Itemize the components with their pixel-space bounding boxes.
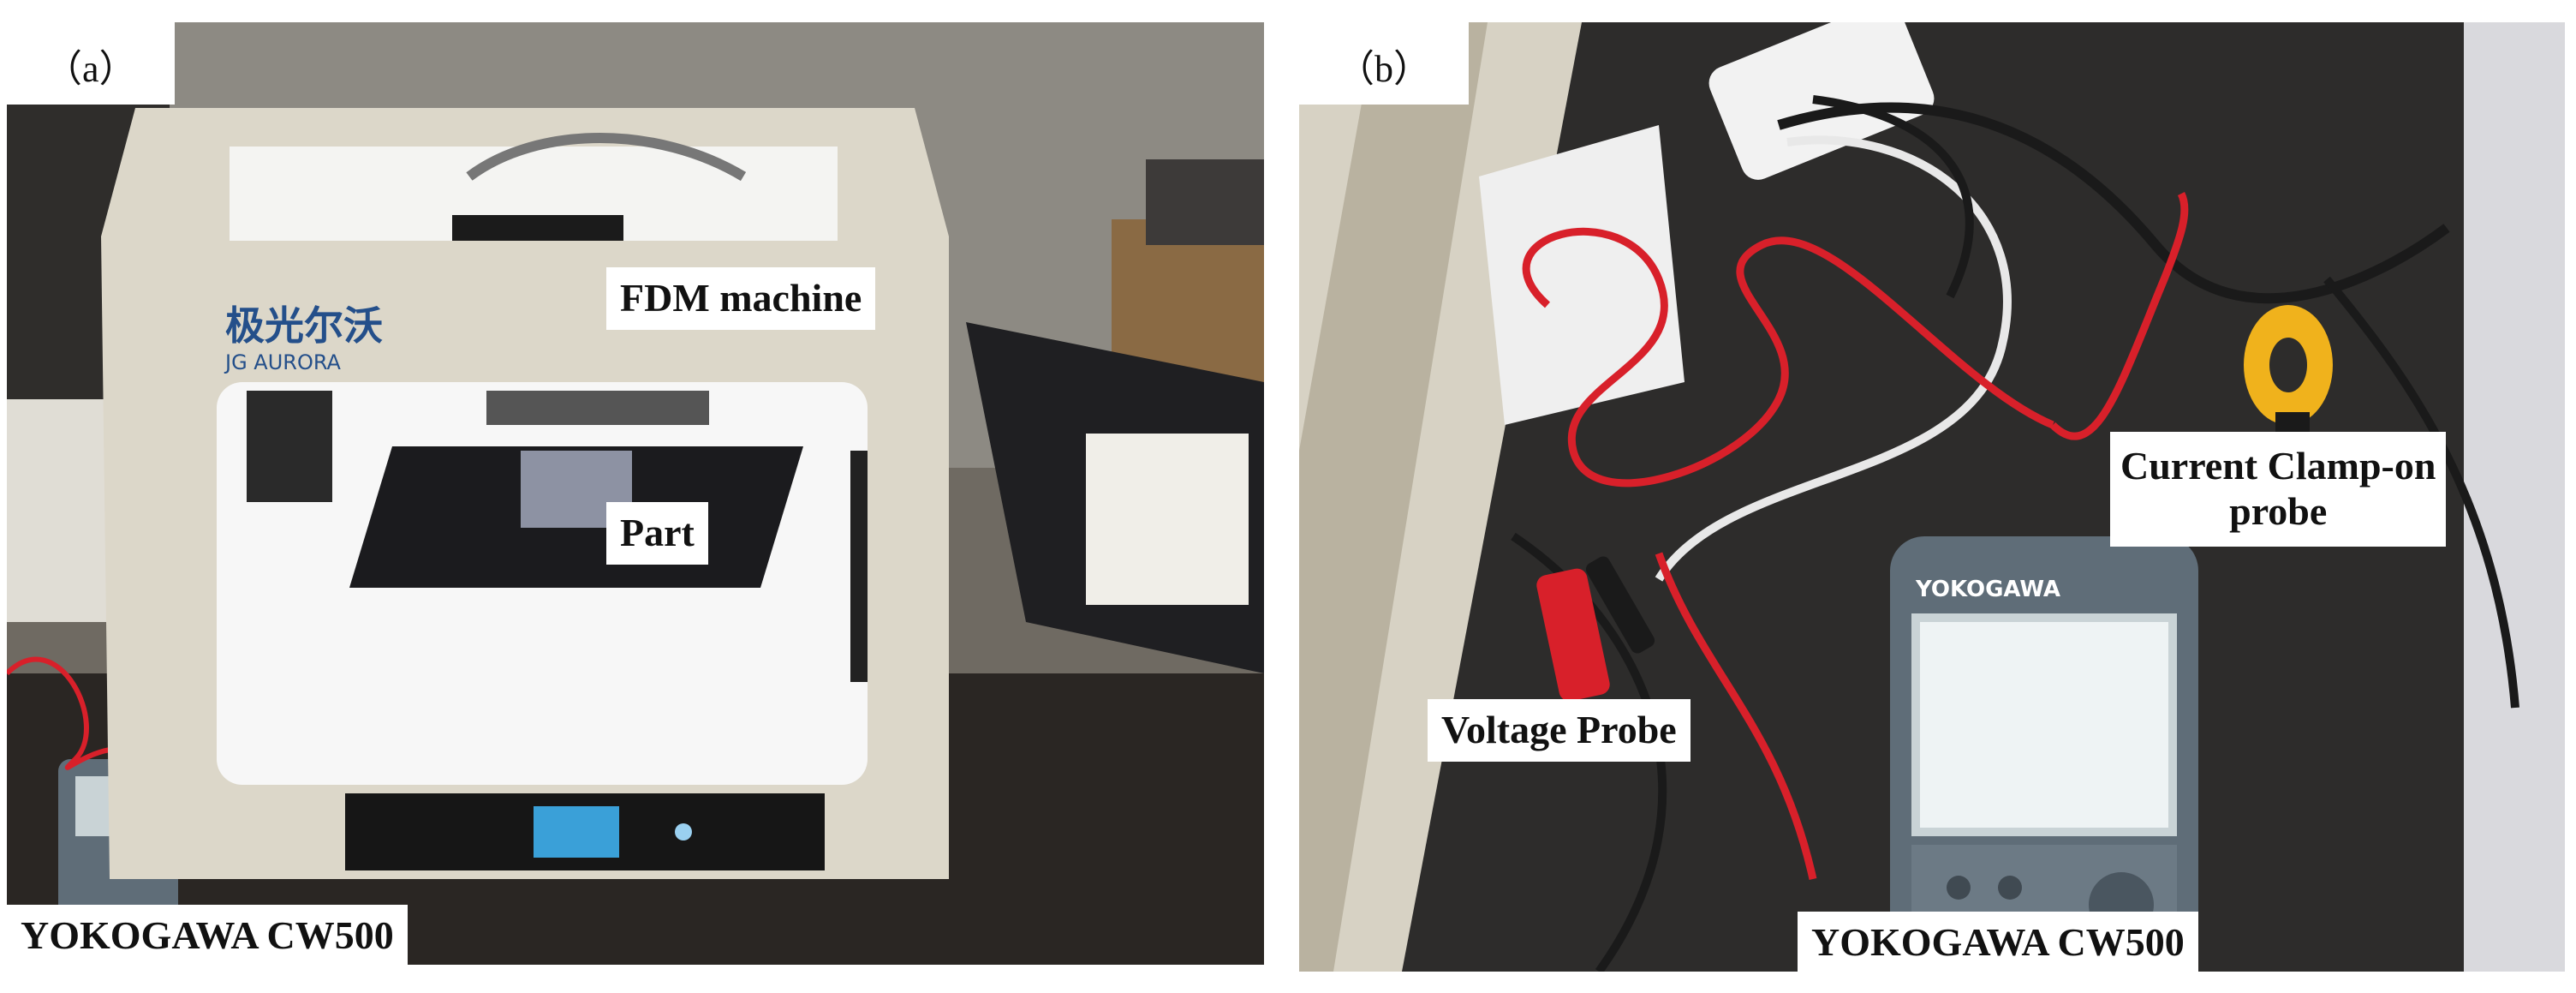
- label-fdm-machine: FDM machine: [606, 267, 876, 330]
- label-meter-a: YOKOGAWA CW500: [7, 905, 408, 965]
- label-meter-b: YOKOGAWA CW500: [1798, 912, 2198, 972]
- voltage-probe-clip: [1536, 568, 1610, 702]
- label-current-clamp-probe: Current Clamp-on probe: [2110, 432, 2447, 547]
- photo-panel-b: YOKOGAWA （b） Current Clamp-on probe Volt…: [1299, 22, 2565, 972]
- label-current-line1: Current Clamp-on: [2120, 444, 2436, 488]
- photo-panel-a: 极光尔沃 JG AURORA （a） FDM machine Part YOKO…: [7, 22, 1264, 965]
- panel-a-letter: （a）: [7, 22, 175, 105]
- printer-brand-en: JG AURORA: [224, 350, 342, 374]
- label-part: Part: [606, 502, 708, 565]
- fdm-setup-photo: 极光尔沃 JG AURORA: [7, 22, 1264, 965]
- meter-brand: YOKOGAWA: [1915, 577, 2060, 602]
- red-wire: [1522, 227, 2054, 488]
- white-wire: [1655, 135, 2012, 582]
- printer-brand-cn: 极光尔沃: [225, 302, 383, 349]
- panel-b-letter: （b）: [1299, 22, 1469, 105]
- label-current-line2: probe: [2229, 488, 2328, 533]
- fdm-printer: [101, 108, 949, 879]
- label-voltage-probe: Voltage Probe: [1428, 699, 1690, 762]
- yokogawa-meter: [1890, 536, 2198, 965]
